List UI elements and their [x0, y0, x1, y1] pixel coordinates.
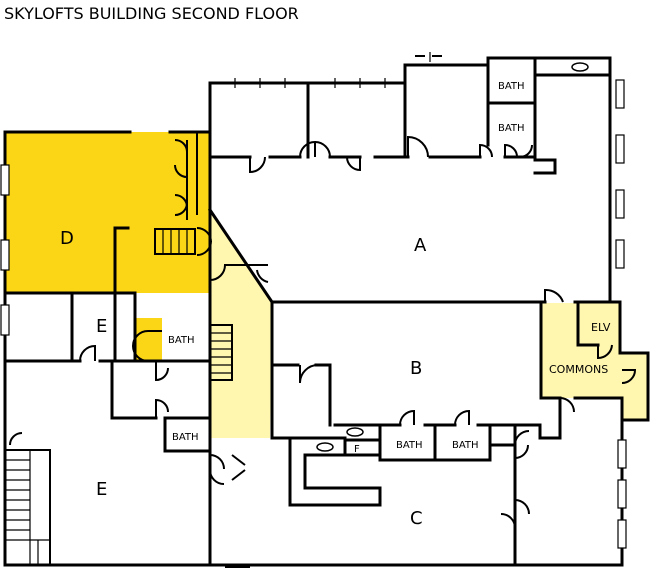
- window-ticks: [0, 52, 627, 568]
- room-label-elv: ELV: [591, 321, 611, 334]
- sink-fixture-3: [346, 427, 364, 437]
- stairs-commons: [209, 324, 233, 381]
- floor-title: SKYLOFTS BUILDING SECOND FLOOR: [4, 4, 299, 23]
- room-label-bath-mid-1: BATH: [396, 440, 423, 451]
- room-d-fill: [5, 132, 210, 361]
- room-label-bath-top-1: BATH: [498, 81, 525, 92]
- room-label-commons: COMMONS: [549, 363, 608, 376]
- stairs-lower-left: [4, 432, 51, 566]
- room-label-c: C: [410, 508, 423, 529]
- room-label-a: A: [414, 235, 427, 256]
- room-label-f: F: [354, 444, 360, 455]
- room-label-bath-left: BATH: [172, 432, 199, 443]
- room-label-d: D: [60, 228, 74, 249]
- room-label-b: B: [410, 358, 422, 379]
- commons-right-fill: [541, 303, 648, 420]
- stairs-d: [154, 228, 196, 255]
- room-label-e-upper: E: [96, 316, 107, 337]
- sink-fixture-2: [316, 442, 334, 452]
- room-label-e-lower: E: [96, 479, 107, 500]
- doors: [79, 132, 637, 529]
- room-label-bath-mid-2: BATH: [452, 440, 479, 451]
- room-label-bath-d: BATH: [168, 335, 195, 346]
- room-label-bath-top-2: BATH: [498, 123, 525, 134]
- sink-fixture: [571, 62, 589, 72]
